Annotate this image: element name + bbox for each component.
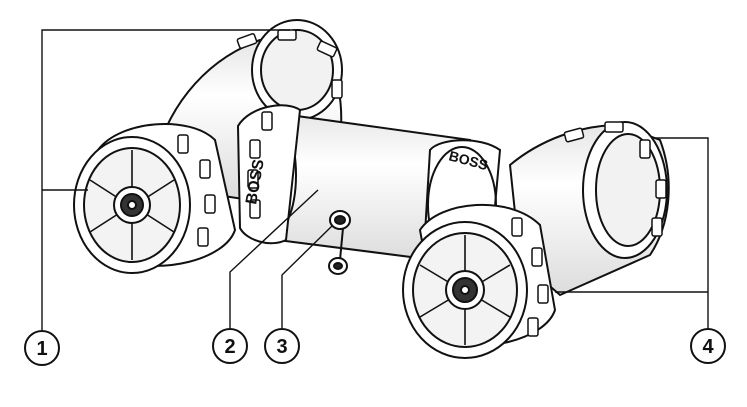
callout-1: 1	[24, 330, 60, 366]
svg-text:1: 1	[36, 338, 47, 360]
callout-4: 4	[690, 328, 726, 364]
connector-ports	[328, 210, 351, 275]
right-rear-rim-tabs	[563, 121, 667, 237]
callout-2: 2	[212, 328, 248, 364]
leader-line-1	[41, 29, 290, 330]
left-pod-rim-tabs	[177, 134, 216, 247]
svg-text:4: 4	[702, 336, 714, 358]
leader-line-4	[655, 137, 709, 328]
leader-lines	[41, 29, 709, 330]
callout-3: 3	[264, 328, 300, 364]
center-tube-band-marks	[247, 111, 273, 219]
svg-text:2: 2	[224, 336, 235, 358]
svg-text:3: 3	[276, 336, 287, 358]
leader-line-2	[229, 189, 319, 328]
right-pod-rim-tabs	[511, 217, 549, 337]
left-rear-rim-tabs	[236, 29, 343, 99]
leader-line-3	[281, 225, 333, 328]
speaker-pod-right	[402, 203, 557, 359]
